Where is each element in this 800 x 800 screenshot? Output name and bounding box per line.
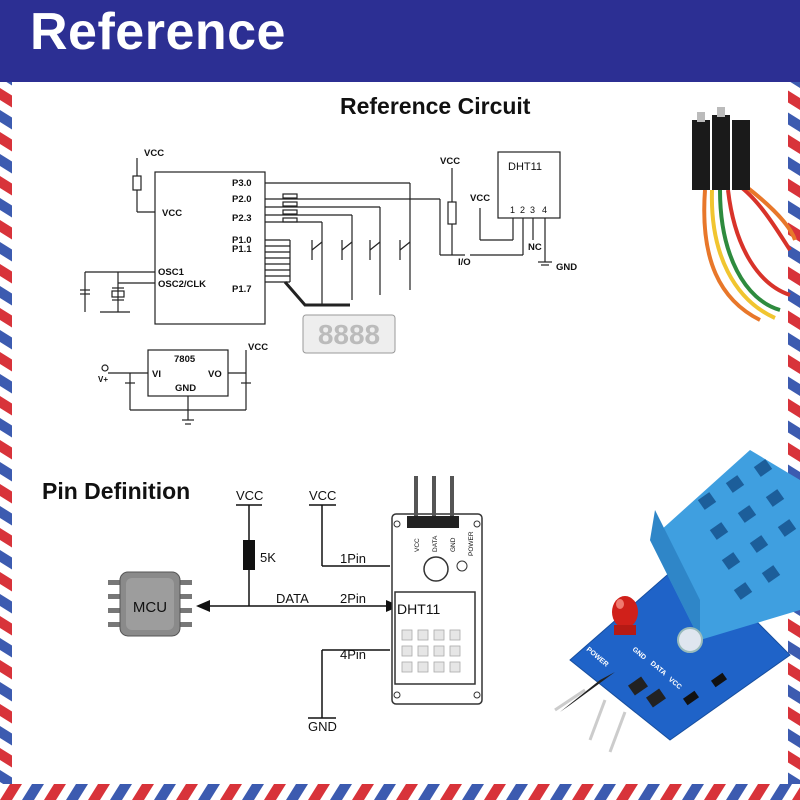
vcc-label-1: VCC bbox=[144, 148, 164, 159]
regulator-vin: V+ bbox=[98, 375, 108, 384]
mcu-chip-box bbox=[154, 171, 266, 325]
sensor-pin-4: 4 bbox=[542, 205, 547, 215]
gnd-label-1: GND bbox=[556, 262, 577, 273]
data-label: DATA bbox=[276, 591, 309, 606]
pin-p10: P1.0 bbox=[232, 235, 252, 246]
resistor-label: 5K bbox=[260, 550, 276, 565]
header-power: POWER bbox=[468, 531, 475, 556]
sensor-pin-2: 2 bbox=[520, 205, 525, 215]
banner: Reference bbox=[0, 0, 800, 82]
pin4-label: 4Pin bbox=[340, 647, 366, 662]
sensor-pin-1: 1 bbox=[510, 205, 515, 215]
vcc-label-3: VCC bbox=[440, 156, 460, 167]
module-name-label: DHT11 bbox=[397, 601, 441, 617]
regulator-vi: VI bbox=[152, 369, 161, 380]
vcc-label-b: VCC bbox=[309, 488, 336, 503]
pin-osc1: OSC1 bbox=[158, 267, 185, 278]
vcc-label-5: VCC bbox=[248, 342, 268, 353]
dht11-module-drawing bbox=[391, 476, 483, 705]
regulator-gnd: GND bbox=[175, 383, 196, 394]
pin-p17: P1.7 bbox=[232, 284, 252, 295]
pin-definition-title: Pin Definition bbox=[42, 478, 191, 504]
gnd-label-2: GND bbox=[308, 719, 337, 734]
reference-circuit-title: Reference Circuit bbox=[340, 93, 531, 119]
regulator-vo: VO bbox=[208, 369, 222, 380]
sensor-pin-3: 3 bbox=[530, 205, 535, 215]
data-arrow-left bbox=[196, 600, 210, 612]
dupont-cable-illustration bbox=[692, 107, 797, 322]
nc-label: NC bbox=[528, 242, 542, 253]
mcu-chip-icon bbox=[108, 571, 192, 637]
io-label: I/O bbox=[458, 257, 471, 268]
sensor-name: DHT11 bbox=[508, 161, 542, 173]
banner-title: Reference bbox=[30, 3, 286, 61]
vcc-label-a: VCC bbox=[236, 488, 263, 503]
pullup-resistor bbox=[243, 540, 255, 570]
header-data: DATA bbox=[432, 535, 439, 552]
pin-p23: P2.3 bbox=[232, 213, 252, 224]
vcc-label-2: VCC bbox=[162, 208, 182, 219]
vcc-label-4: VCC bbox=[470, 193, 490, 204]
display-digits: 8888 bbox=[318, 319, 380, 350]
pin-p20: P2.0 bbox=[232, 194, 252, 205]
mcu-label: MCU bbox=[133, 599, 167, 616]
dht11-board-illustration bbox=[554, 450, 800, 753]
pin1-label: 1Pin bbox=[340, 551, 366, 566]
pin-p11: P1.1 bbox=[232, 244, 252, 255]
pin2-label: 2Pin bbox=[340, 591, 366, 606]
regulator-name: 7805 bbox=[174, 354, 196, 365]
pin-p30: P3.0 bbox=[232, 178, 252, 189]
header-vcc: VCC bbox=[414, 538, 421, 552]
header-gnd: GND bbox=[450, 537, 457, 552]
seven-segment-display bbox=[302, 314, 396, 354]
pin-osc2: OSC2/CLK bbox=[158, 279, 206, 290]
